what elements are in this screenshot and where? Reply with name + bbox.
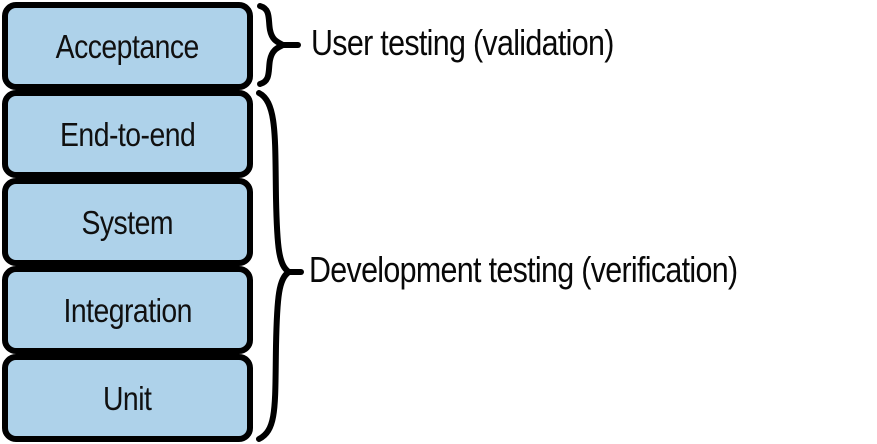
layer-label-end-to-end: End-to-end [59,115,196,153]
layer-label-system: System [81,203,174,241]
user-testing-brace-icon [257,3,301,87]
layer-box-unit[interactable]: Unit [2,354,253,442]
layer-box-acceptance[interactable]: Acceptance [2,2,253,90]
layer-label-acceptance: Acceptance [55,27,200,65]
layer-stack: Acceptance End-to-end System Integration… [0,0,256,442]
layer-box-end-to-end[interactable]: End-to-end [2,90,253,178]
development-testing-brace-icon [256,90,304,442]
layer-box-system[interactable]: System [2,178,253,266]
layer-label-integration: Integration [63,291,192,329]
group-label-user-testing: User testing (validation) [311,22,614,63]
group-label-development-testing: Development testing (verification) [309,249,738,290]
layer-label-unit: Unit [103,379,152,417]
layer-box-integration[interactable]: Integration [2,266,253,354]
